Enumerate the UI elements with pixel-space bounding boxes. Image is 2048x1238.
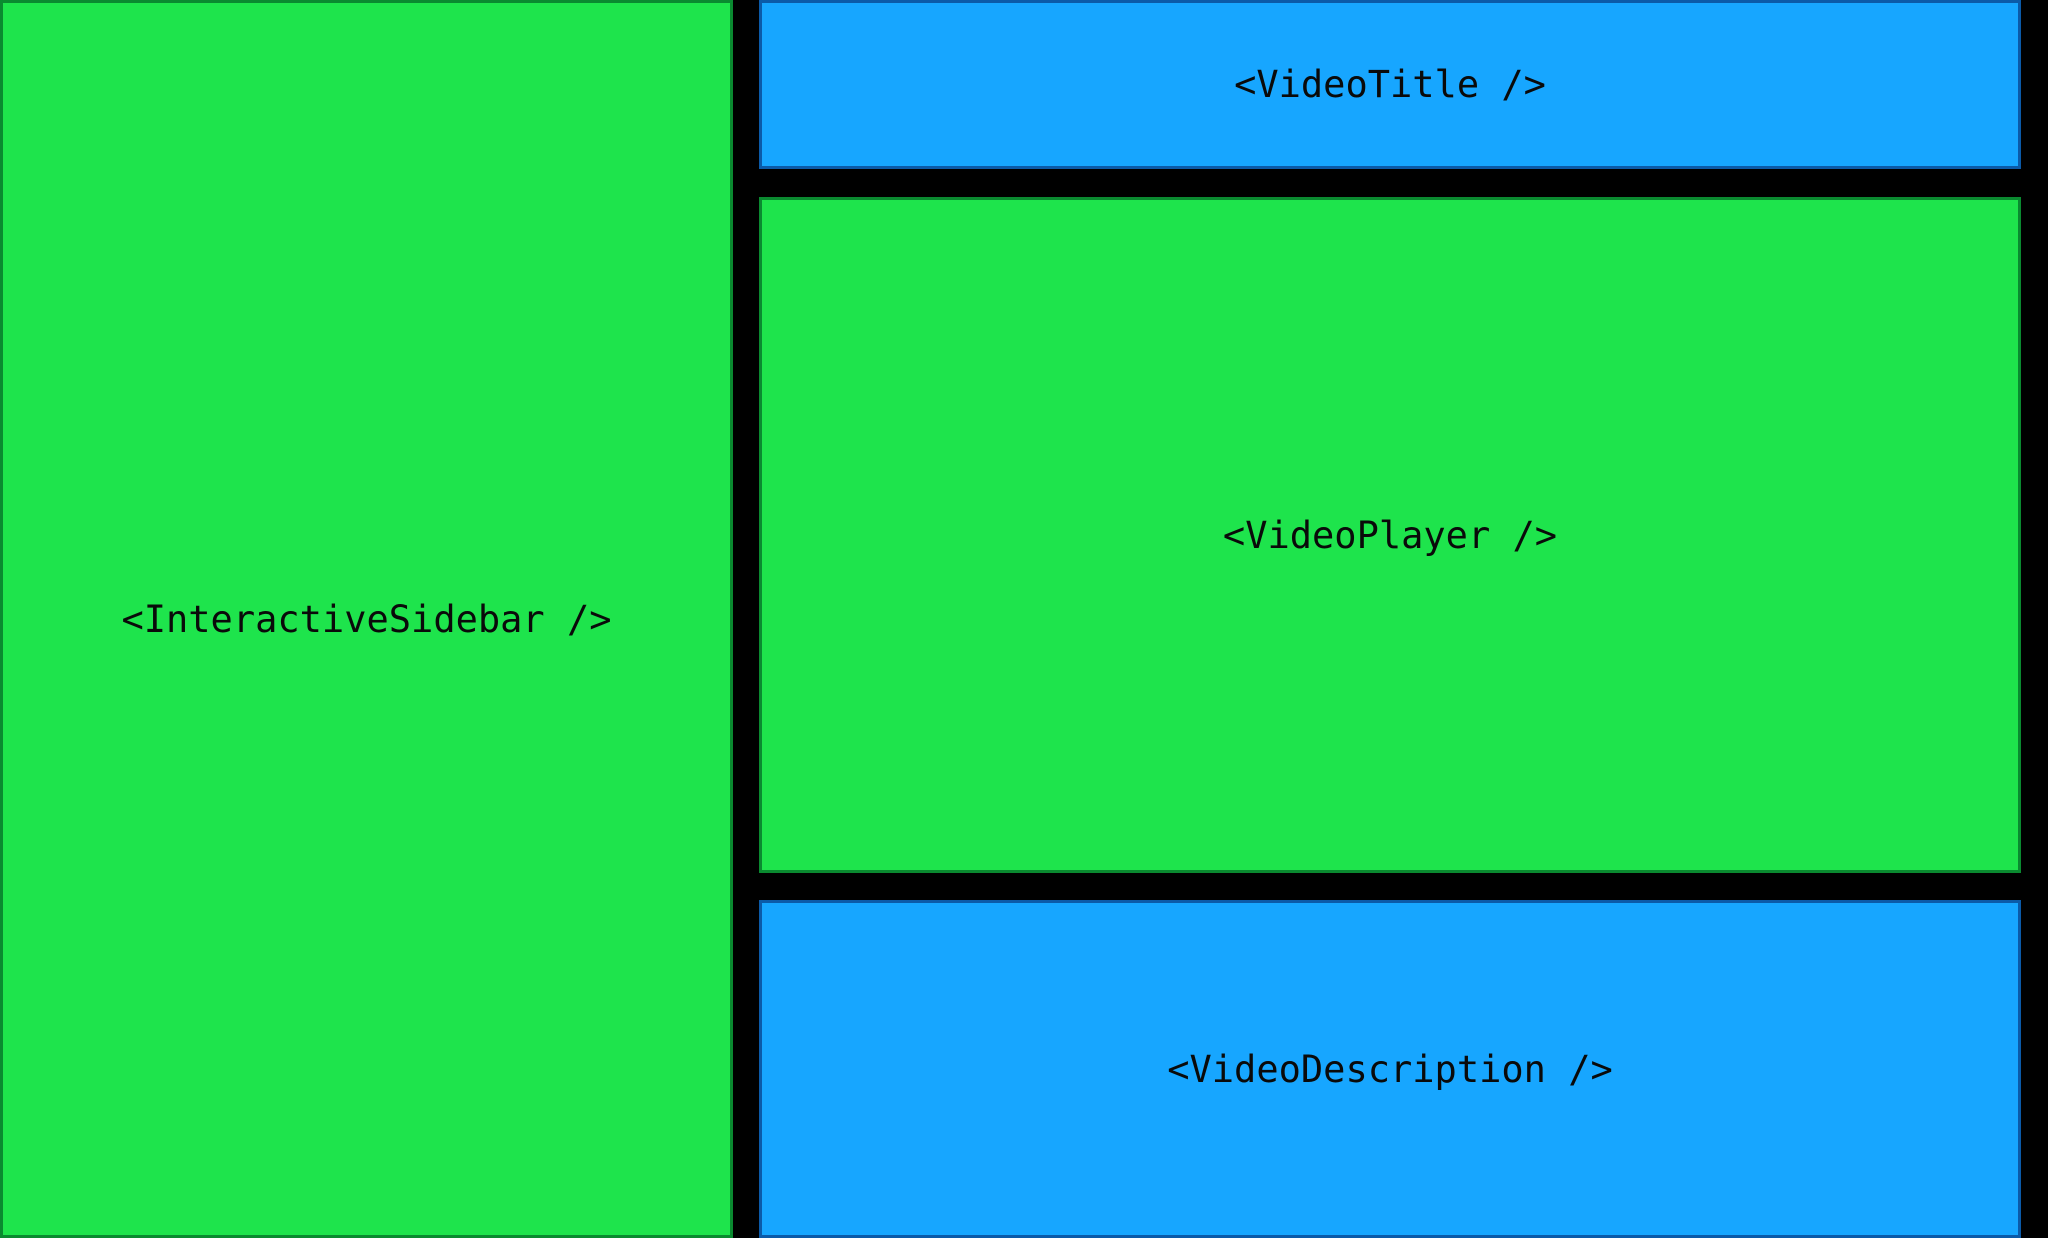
video-player-label: <VideoPlayer /> — [1222, 513, 1558, 557]
video-player-component: <VideoPlayer /> — [759, 197, 2021, 873]
video-title-label: <VideoTitle /> — [1234, 63, 1546, 106]
video-description-label: <VideoDescription /> — [1167, 1047, 1613, 1091]
video-description-component: <VideoDescription /> — [759, 900, 2021, 1238]
interactive-sidebar-label: <InteractiveSidebar /> — [121, 597, 612, 641]
video-title-component: <VideoTitle /> — [759, 0, 2021, 169]
interactive-sidebar-component: <InteractiveSidebar /> — [0, 0, 733, 1238]
